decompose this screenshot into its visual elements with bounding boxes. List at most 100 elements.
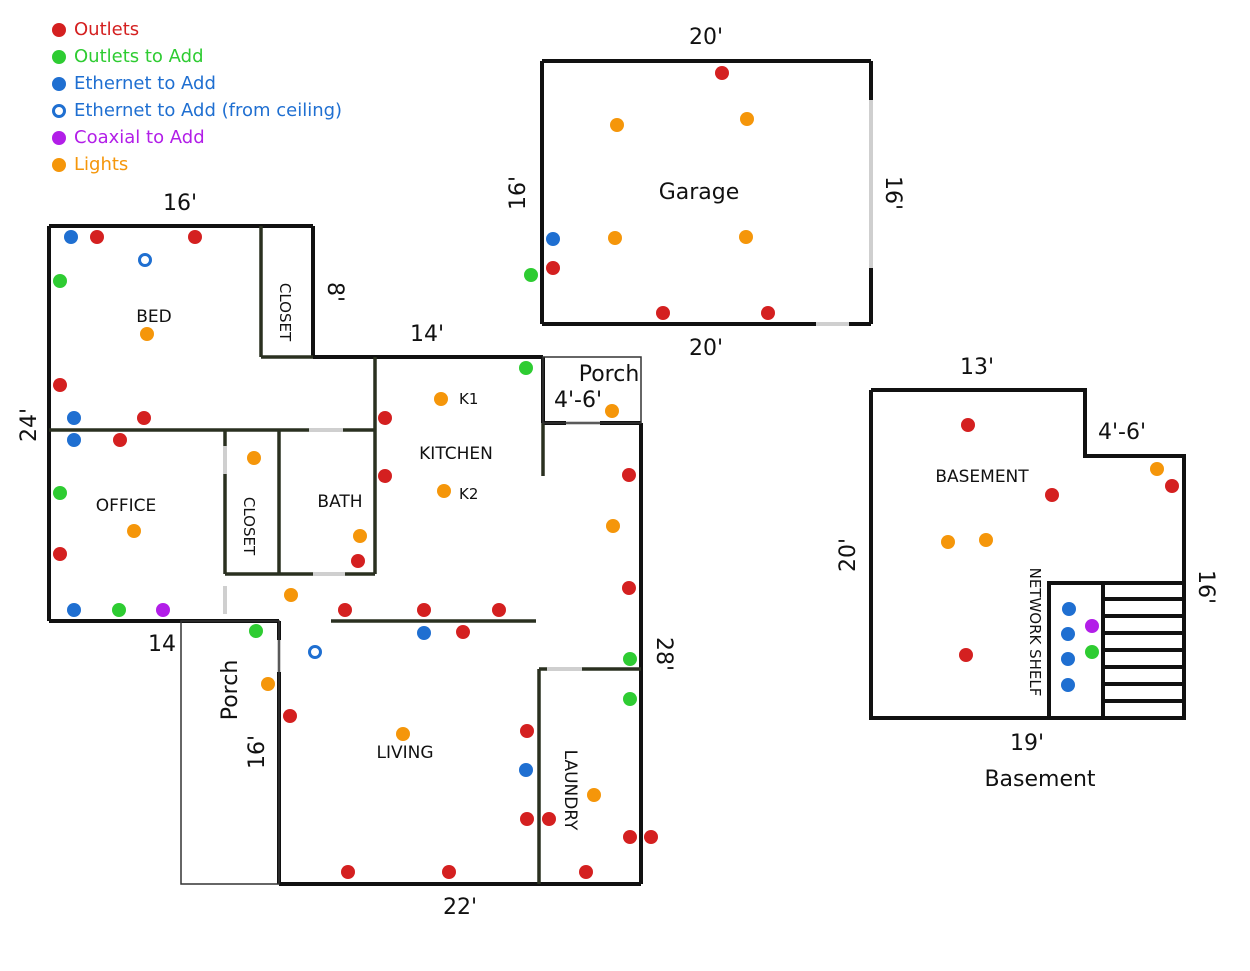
dim-garage-right: 16' [880,176,905,210]
dim-house-right: 28' [651,637,676,671]
porch-outlines [180,356,642,885]
outlet-marker [456,625,470,639]
dim-living-bottom: 22' [443,895,477,920]
light-marker [606,519,620,533]
outlet-to-add-marker [524,268,538,282]
light-marker [608,231,622,245]
outlet-marker [338,603,352,617]
ethernet-marker [67,603,81,617]
legend-label: Outlets to Add [74,46,204,67]
light-marker [610,118,624,132]
legend-label: Outlets [74,19,140,40]
room-label-garage: Garage [659,180,740,205]
dim-basement-top: 13' [960,355,994,380]
ethernet-marker [1061,627,1075,641]
outlet-marker [959,648,973,662]
outlet-marker [546,261,560,275]
legend: Outlets Outlets to Add Ethernet to Add E… [52,16,342,178]
light-marker [587,788,601,802]
dim-closet-side: 8' [322,282,347,302]
dim-kitchen-top: 14' [410,322,444,347]
outlet-marker [623,830,637,844]
light-marker [261,677,275,691]
outlet-marker [644,830,658,844]
coax-marker [1085,619,1099,633]
basement-walls [869,388,1186,720]
garage-walls [540,59,873,326]
outlet-marker [622,468,636,482]
dim-porch-small: 4'-6' [554,388,602,413]
blue-ring-icon [52,103,66,118]
orange-dot-icon [52,157,66,172]
outlet-marker [520,812,534,826]
room-label-bath: BATH [317,492,362,512]
red-dot-icon [52,22,66,37]
outlet-marker [622,581,636,595]
dim-garage-bottom: 20' [689,336,723,361]
dim-garage-left: 16' [506,176,531,210]
legend-item-ethernet-ceiling: Ethernet to Add (from ceiling) [52,97,342,124]
outlet-marker [53,378,67,392]
outlet-marker [90,230,104,244]
green-dot-icon [52,49,66,64]
ethernet-marker [1061,652,1075,666]
light-label-k2: K2 [459,485,478,503]
outlet-to-add-marker [249,624,263,638]
blue-dot-icon [52,76,66,91]
outlet-to-add-marker [53,486,67,500]
basement-caption: Basement [984,767,1095,792]
light-marker [284,588,298,602]
room-label-porch-main: Porch [218,660,243,721]
dim-house-left: 24' [17,408,42,442]
outlet-to-add-marker [519,361,533,375]
markers [53,66,1179,879]
legend-item-lights: Lights [52,151,342,178]
coax-marker [156,603,170,617]
ethernet-marker [519,763,533,777]
dim-porch-side: 16' [245,735,270,769]
purple-dot-icon [52,130,66,145]
light-marker [437,484,451,498]
light-marker [140,327,154,341]
outlet-marker [961,418,975,432]
outlet-marker [442,865,456,879]
room-label-bed: BED [136,307,172,327]
outlet-marker [341,865,355,879]
dim-office-bottom: 14 [148,632,176,657]
outlet-to-add-marker [623,692,637,706]
light-marker [434,392,448,406]
light-label-k1: K1 [459,390,478,408]
legend-label: Ethernet to Add [74,73,216,94]
light-marker [396,727,410,741]
dim-basement-step: 4'-6' [1098,420,1146,445]
outlet-marker [715,66,729,80]
light-marker [127,524,141,538]
outlet-marker [113,433,127,447]
outlet-marker [761,306,775,320]
room-label-porch-small: Porch [579,362,640,387]
light-marker [1150,462,1164,476]
outlet-to-add-marker [1085,645,1099,659]
room-label-closet-office: CLOSET [240,497,258,556]
ethernet-ceiling-marker [308,645,322,659]
light-marker [740,112,754,126]
garage-door-openings [816,100,873,326]
outlet-marker [1045,488,1059,502]
outlet-marker [417,603,431,617]
dim-basement-left: 20' [836,538,861,572]
outlet-to-add-marker [53,274,67,288]
ethernet-ceiling-marker [138,253,152,267]
light-marker [941,535,955,549]
outlet-marker [579,865,593,879]
ethernet-marker [67,433,81,447]
outlet-marker [492,603,506,617]
dim-bed-top: 16' [163,191,197,216]
outlet-marker [656,306,670,320]
legend-item-outlets: Outlets [52,16,342,43]
outlet-marker [1165,479,1179,493]
dim-garage-top: 20' [689,25,723,50]
outlet-marker [542,812,556,826]
interior-walls [49,226,641,884]
outlet-to-add-marker [112,603,126,617]
